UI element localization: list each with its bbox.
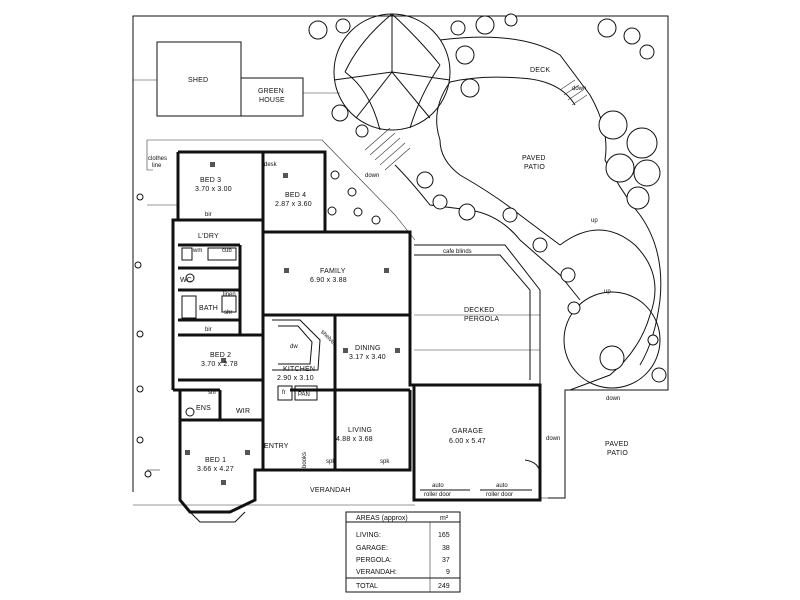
verandah-label: VERANDAH (310, 487, 351, 494)
ens-label: ENS (196, 405, 211, 412)
house-steps-down: down (365, 173, 379, 179)
living-dims: 4.88 x 3.68 (336, 436, 373, 443)
area-row-value: 38 (442, 545, 450, 552)
shed: SHED (156, 41, 242, 117)
family-dims: 6.90 x 3.88 (310, 277, 347, 284)
room-markers (185, 162, 400, 485)
site-boundary (132, 15, 669, 506)
house-walls (171, 150, 542, 514)
areas-title: AREAS (approx) (356, 515, 408, 522)
wm-label: wm (192, 248, 202, 254)
annotation-labels: desk bir L'DRY wm cub WC BATH linen shr … (148, 86, 620, 498)
green-house-label-1: GREEN (258, 88, 284, 95)
kitchen-name: KITCHEN (283, 366, 315, 373)
garage-name: GARAGE (452, 428, 483, 435)
bed2-name: BED 2 (210, 352, 231, 359)
deck-steps-down: down (572, 86, 586, 92)
desk-label: desk (264, 162, 278, 168)
up-label-1: up (591, 218, 598, 224)
areas-table: AREAS (approx) m² LIVING: 165 GARAGE: 38… (345, 511, 461, 593)
bed3-dims: 3.70 x 3.00 (195, 186, 232, 193)
deck-label: DECK (530, 67, 550, 74)
bed4-name: BED 4 (285, 192, 306, 199)
clothes-line-label-1: clothes (148, 156, 167, 162)
green-house-label-2: HOUSE (259, 97, 285, 104)
roller-door-2-line2: roller door (486, 492, 513, 498)
living-name: LIVING (348, 427, 372, 434)
bed1-bay-window (189, 511, 246, 523)
area-total-label: TOTAL (356, 583, 378, 590)
area-row-label: VERANDAH: (356, 569, 397, 576)
paved-patio-right-2: PATIO (607, 450, 628, 457)
area-total-value: 249 (438, 583, 450, 590)
roller-door-1-line1: auto (432, 483, 444, 489)
spk-label-2: spk (380, 459, 390, 465)
roller-door-2-line1: auto (496, 483, 508, 489)
bed3-name: BED 3 (200, 177, 221, 184)
area-row-value: 165 (438, 532, 450, 539)
cub-label: cub (222, 248, 232, 254)
paved-patio-top-2: PATIO (524, 164, 545, 171)
wc-label: WC (180, 277, 192, 284)
bed3-bir-label: bir (205, 212, 212, 218)
bed2-bir-label: bir (205, 327, 212, 333)
bed2-dims: 3.70 x 2.78 (201, 361, 238, 368)
large-tree (333, 13, 451, 131)
dining-dims: 3.17 x 3.40 (349, 354, 386, 361)
dw-label: dw (290, 344, 298, 350)
patio-down-label: down (606, 396, 620, 402)
garage-down-label: down (546, 436, 560, 442)
shed-label: SHED (188, 77, 208, 84)
wet-area-fixtures (181, 247, 237, 417)
family-name: FAMILY (320, 268, 346, 275)
garage-dims: 6.00 x 5.47 (449, 438, 486, 445)
house-steps (364, 127, 411, 171)
clothes-line-label-2: line (152, 163, 162, 169)
area-row-label: PERGOLA: (356, 557, 392, 564)
ens-shr-label: shr (208, 390, 216, 396)
wir-label: WIR (236, 408, 250, 415)
spk-label-1: spk (326, 459, 336, 465)
bed1-name: BED 1 (205, 457, 226, 464)
cafe-blinds-label: cafe blinds (443, 249, 472, 255)
books-label: books (302, 452, 308, 468)
dining-name: DINING (355, 345, 381, 352)
pantry-label: PAN (298, 392, 310, 398)
up-label-2: up (604, 289, 611, 295)
area-row-label: GARAGE: (356, 545, 388, 552)
kitchen-dims: 2.90 x 3.10 (277, 375, 314, 382)
paved-patio-top-1: PAVED (522, 155, 546, 162)
roller-door-1-line2: roller door (424, 492, 451, 498)
fridge-label: fr (282, 390, 286, 396)
bed1-dims: 3.66 x 4.27 (197, 466, 234, 473)
green-house: GREEN HOUSE (240, 77, 304, 117)
area-row-value: 37 (442, 557, 450, 564)
decked-pergola (414, 244, 541, 385)
laundry-label: L'DRY (198, 233, 219, 240)
area-row-value: 9 (446, 569, 450, 576)
entry-label: ENTRY (264, 443, 289, 450)
pergola-label-1: DECKED (464, 307, 494, 314)
area-row-label: LIVING: (356, 532, 381, 539)
kitchen-bench (272, 319, 321, 401)
trees (134, 13, 667, 478)
garage-doors (420, 459, 541, 491)
bath-shr-label: shr (224, 310, 232, 316)
bath-label: BATH (199, 305, 218, 312)
linen-label: linen (223, 292, 236, 298)
pergola-label-2: PERGOLA (464, 316, 499, 323)
deck-steps (559, 79, 588, 106)
areas-unit: m² (440, 515, 449, 522)
bed4-dims: 2.87 x 3.60 (275, 201, 312, 208)
paved-patio-right-1: PAVED (605, 441, 629, 448)
room-labels: BED 3 3.70 x 3.00 BED 4 2.87 x 3.60 FAMI… (195, 67, 629, 473)
